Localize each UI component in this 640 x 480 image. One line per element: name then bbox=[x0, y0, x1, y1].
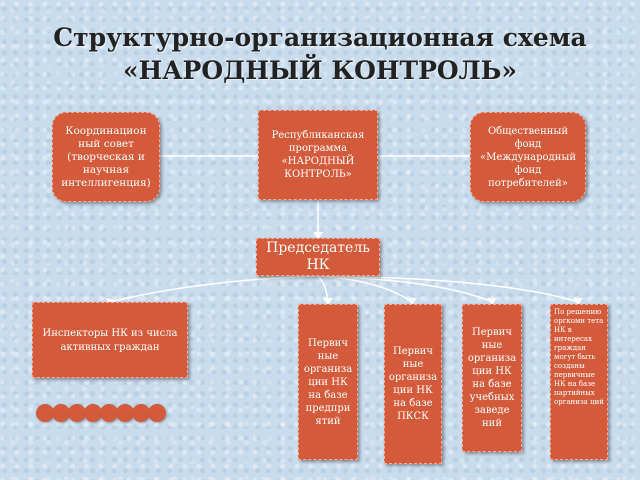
connector-chairman-inspectors bbox=[109, 275, 319, 303]
primary-education-box: Первич ные организа ции НК на базе учебн… bbox=[462, 304, 522, 452]
inspector-circle bbox=[84, 404, 102, 422]
diagram-title-line1: Структурно-организационная схема bbox=[53, 23, 587, 52]
connector-chairman-education bbox=[317, 275, 493, 303]
coordination-council-label: Координацион ный совет (творческая и нау… bbox=[61, 124, 151, 189]
republic-program-box: Республиканская программа «НАРОДНЫЙ КОНТ… bbox=[258, 110, 378, 200]
republic-program-label: Республиканская программа «НАРОДНЫЙ КОНТ… bbox=[271, 130, 365, 180]
primary-education-label: Первич ные организа ции НК на базе учебн… bbox=[467, 327, 517, 429]
coordination-council-box: Координацион ный совет (творческая и нау… bbox=[52, 112, 160, 202]
primary-enterprises-box: Первич ные организа ции НК на базе предп… bbox=[298, 304, 358, 460]
inspector-circle bbox=[148, 404, 166, 422]
diagram-title-line2: «НАРОДНЫЙ КОНТРОЛЬ» bbox=[122, 56, 518, 85]
inspectors-label: Инспекторы НК из числа активных граждан bbox=[42, 328, 178, 353]
inspector-circle bbox=[100, 404, 118, 422]
inspector-circle bbox=[132, 404, 150, 422]
inspector-circle bbox=[68, 404, 86, 422]
public-fund-box: Общественный фонд «Международный фонд по… bbox=[470, 112, 586, 202]
public-fund-label: Общественный фонд «Международный фонд по… bbox=[479, 125, 576, 189]
primary-enterprises-label: Первич ные организа ции НК на базе предп… bbox=[303, 337, 353, 427]
by-decision-label: По решению оргкоми тета НК в интересах г… bbox=[554, 308, 604, 406]
inspectors-box: Инспекторы НК из числа активных граждан bbox=[32, 302, 188, 378]
chairman-box: Председатель НК bbox=[256, 238, 380, 276]
inspector-circle bbox=[36, 404, 54, 422]
inspector-circle bbox=[52, 404, 70, 422]
primary-pksk-box: Первич ные организа ции НК на базе ПКСК bbox=[384, 304, 442, 464]
primary-pksk-label: Первич ные организа ции НК на базе ПКСК bbox=[388, 346, 438, 422]
by-decision-box: По решению оргкоми тета НК в интересах г… bbox=[550, 304, 608, 460]
inspector-circles bbox=[36, 404, 166, 422]
inspector-circle bbox=[116, 404, 134, 422]
arrow-program-chairman bbox=[313, 232, 323, 240]
chairman-label: Председатель НК bbox=[266, 240, 370, 273]
connector-chairman-decision bbox=[317, 275, 579, 303]
